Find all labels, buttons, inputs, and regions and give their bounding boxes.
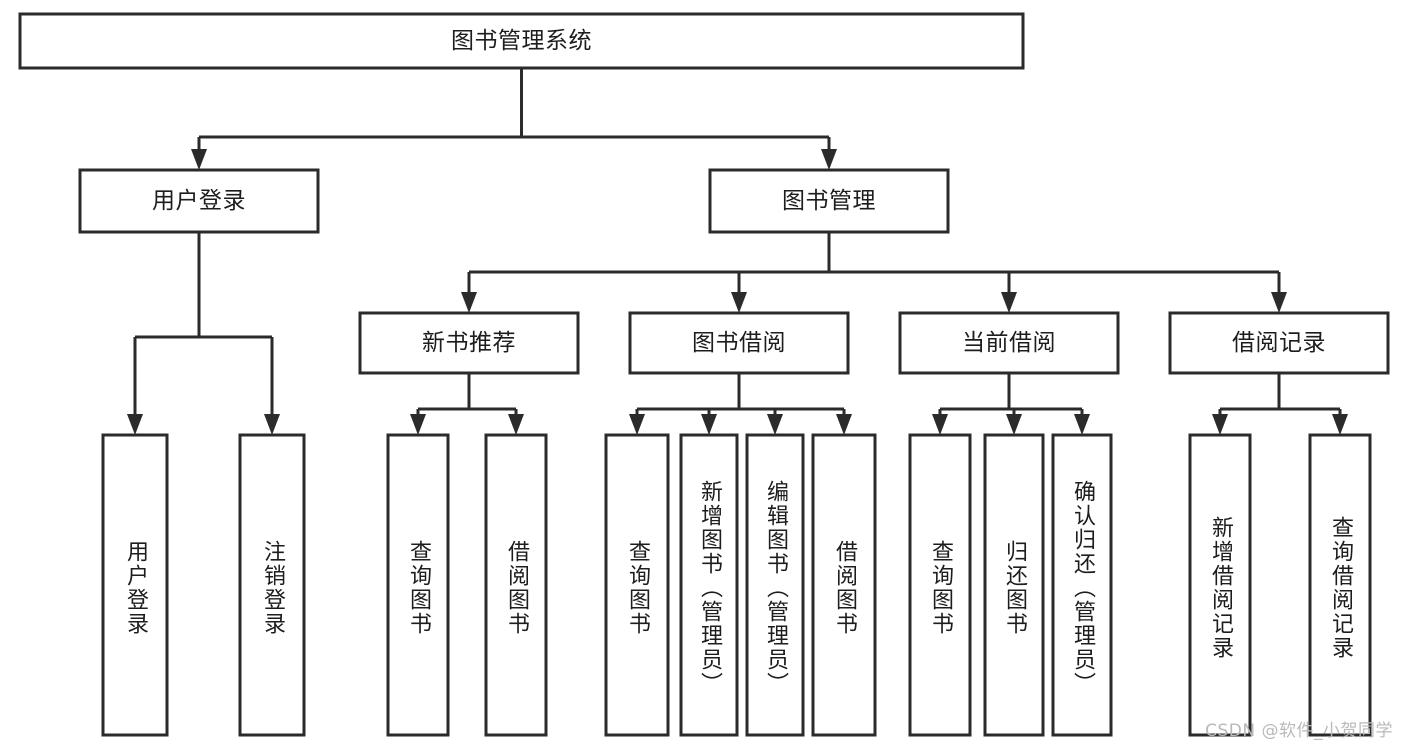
arrow-head-icon: [1271, 292, 1287, 313]
arrow-head-icon: [932, 414, 948, 435]
leaf-label-add-book: 新增图书（管理员）: [696, 480, 722, 696]
arrow-head-icon: [731, 292, 747, 313]
leaf-label-user-logout: 注销登录: [259, 540, 285, 636]
node-label-book-management: 图书管理: [782, 187, 876, 214]
leaf-label-query-book-1: 查询图书: [405, 540, 431, 636]
arrow-head-icon: [410, 414, 426, 435]
arrow-head-icon: [191, 149, 207, 170]
arrow-head-icon: [1074, 414, 1090, 435]
leaf-label-return-book: 归还图书: [1001, 540, 1027, 636]
boxes-layer: [18, 12, 1390, 737]
node-box-leaf-query-record[interactable]: [1308, 433, 1372, 737]
node-box-leaf-add-record[interactable]: [1188, 433, 1252, 737]
node-label-book-borrow: 图书借阅: [692, 329, 786, 356]
node-box-leaf-query-book-1[interactable]: [386, 433, 450, 737]
node-box-leaf-query-book-3[interactable]: [908, 433, 972, 737]
node-box-new-book-recommend[interactable]: [358, 311, 580, 375]
arrow-head-icon: [1212, 414, 1228, 435]
arrow-head-icon: [701, 414, 717, 435]
arrow-head-icon: [767, 414, 783, 435]
node-box-user-login[interactable]: [78, 168, 320, 234]
node-box-leaf-add-book[interactable]: [679, 433, 739, 737]
node-box-leaf-user-login[interactable]: [101, 433, 169, 737]
leaf-label-user-login: 用户登录: [122, 540, 148, 636]
node-label-borrow-record: 借阅记录: [1232, 329, 1326, 356]
node-box-current-borrow[interactable]: [898, 311, 1120, 375]
leaf-label-query-book-2: 查询图书: [624, 540, 650, 636]
arrow-head-icon: [821, 149, 837, 170]
node-label-new-book-recommend: 新书推荐: [422, 329, 516, 356]
arrow-head-icon: [264, 414, 280, 435]
leaf-label-edit-book: 编辑图书（管理员）: [762, 480, 788, 696]
node-box-title[interactable]: [18, 12, 1025, 70]
node-box-leaf-confirm-return[interactable]: [1051, 433, 1113, 737]
node-label-user-login: 用户登录: [152, 187, 246, 214]
arrow-head-icon: [127, 414, 143, 435]
leaf-label-query-record: 查询借阅记录: [1327, 516, 1353, 660]
arrow-head-icon: [508, 414, 524, 435]
leaf-label-borrow-book-2: 借阅图书: [831, 540, 857, 636]
arrow-head-icon: [1332, 414, 1348, 435]
arrow-head-icon: [836, 414, 852, 435]
node-box-leaf-borrow-book-2[interactable]: [811, 433, 877, 737]
arrow-head-icon: [461, 292, 477, 313]
node-box-leaf-return-book[interactable]: [983, 433, 1045, 737]
leaf-label-query-book-3: 查询图书: [927, 540, 953, 636]
csdn-watermark: CSDN @软件_小贺同学: [1205, 721, 1393, 741]
leaf-label-borrow-book-1: 借阅图书: [503, 540, 529, 636]
node-label-current-borrow: 当前借阅: [962, 329, 1056, 356]
connector-lines-layer: [127, 68, 1348, 435]
node-box-leaf-user-logout[interactable]: [238, 433, 306, 737]
node-label-title: 图书管理系统: [451, 27, 592, 54]
arrow-head-icon: [1006, 414, 1022, 435]
node-box-leaf-borrow-book-1[interactable]: [484, 433, 548, 737]
leaf-label-add-record: 新增借阅记录: [1207, 516, 1233, 660]
leaf-label-confirm-return: 确认归还（管理员）: [1069, 480, 1095, 696]
arrow-head-icon: [629, 414, 645, 435]
arrow-head-icon: [1001, 292, 1017, 313]
node-box-leaf-query-book-2[interactable]: [604, 433, 670, 737]
